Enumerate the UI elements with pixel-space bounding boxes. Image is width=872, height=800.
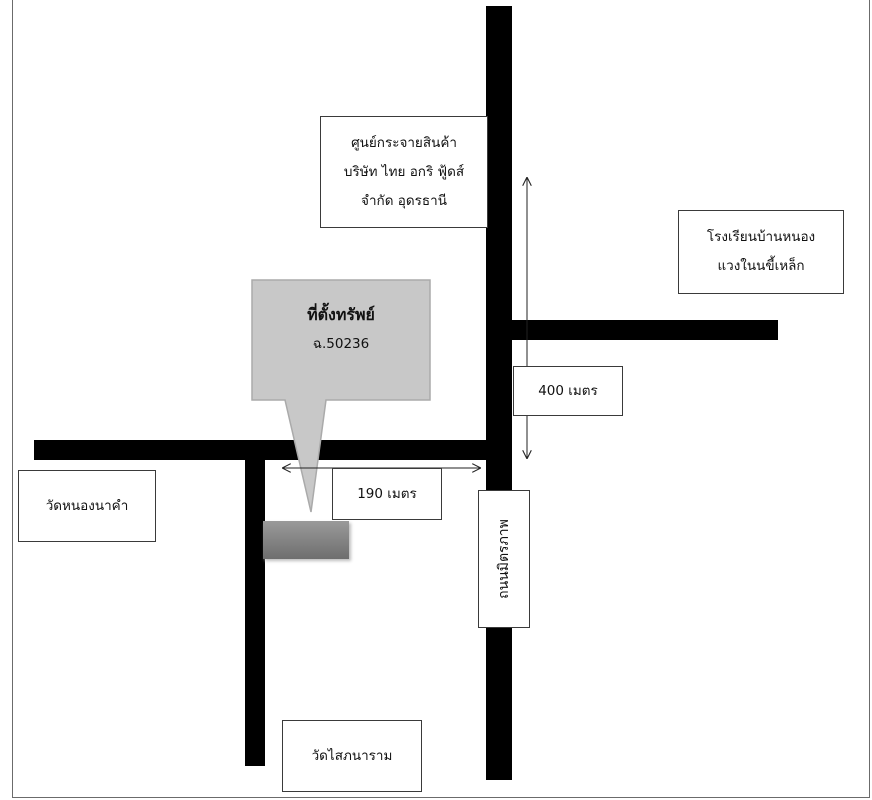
property-callout-shape bbox=[251, 279, 431, 513]
road-name-text: ถนนมิตรภาพ bbox=[496, 519, 512, 599]
property-callout-title: ที่ตั้งทรัพย์ bbox=[307, 305, 375, 324]
landmark-line: แวงในนขี้เหล็ก bbox=[717, 258, 805, 274]
distance-label-horizontal: 190 เมตร bbox=[332, 468, 442, 520]
road-south-branch bbox=[245, 458, 265, 766]
distance-label-vertical: 400 เมตร bbox=[513, 366, 623, 416]
landmark-temple-sai-nararam: วัดไสภนาราม bbox=[282, 720, 422, 792]
map-frame bbox=[12, 0, 870, 798]
landmark-line: วัดหนองนาคำ bbox=[45, 497, 129, 514]
landmark-distribution-center: ศูนย์กระจายสินค้า บริษัท ไทย อกริ ฟู้ดส์… bbox=[320, 116, 488, 228]
landmark-line: จำกัด อุดรธานี bbox=[361, 192, 447, 209]
property-callout-code: ฉ.50236 bbox=[312, 336, 370, 352]
landmark-line: โรงเรียนบ้านหนอง bbox=[706, 229, 816, 245]
landmark-school: โรงเรียนบ้านหนอง แวงในนขี้เหล็ก bbox=[678, 210, 844, 294]
main-road-vertical bbox=[486, 6, 512, 780]
distance-text: 190 เมตร bbox=[357, 485, 417, 502]
road-name-label: ถนนมิตรภาพ bbox=[478, 490, 530, 628]
property-plot-marker bbox=[263, 521, 349, 559]
property-callout-label: ที่ตั้งทรัพย์ ฉ.50236 bbox=[252, 300, 430, 358]
landmark-line: บริษัท ไทย อกริ ฟู้ดส์ bbox=[343, 163, 465, 180]
landmark-line: ศูนย์กระจายสินค้า bbox=[351, 134, 457, 151]
distance-text: 400 เมตร bbox=[538, 382, 598, 399]
landmark-line: วัดไสภนาราม bbox=[311, 747, 393, 764]
landmark-temple-nong-na-kham: วัดหนองนาคำ bbox=[18, 470, 156, 542]
road-east-branch bbox=[512, 320, 778, 340]
road-west-horizontal bbox=[34, 440, 486, 460]
